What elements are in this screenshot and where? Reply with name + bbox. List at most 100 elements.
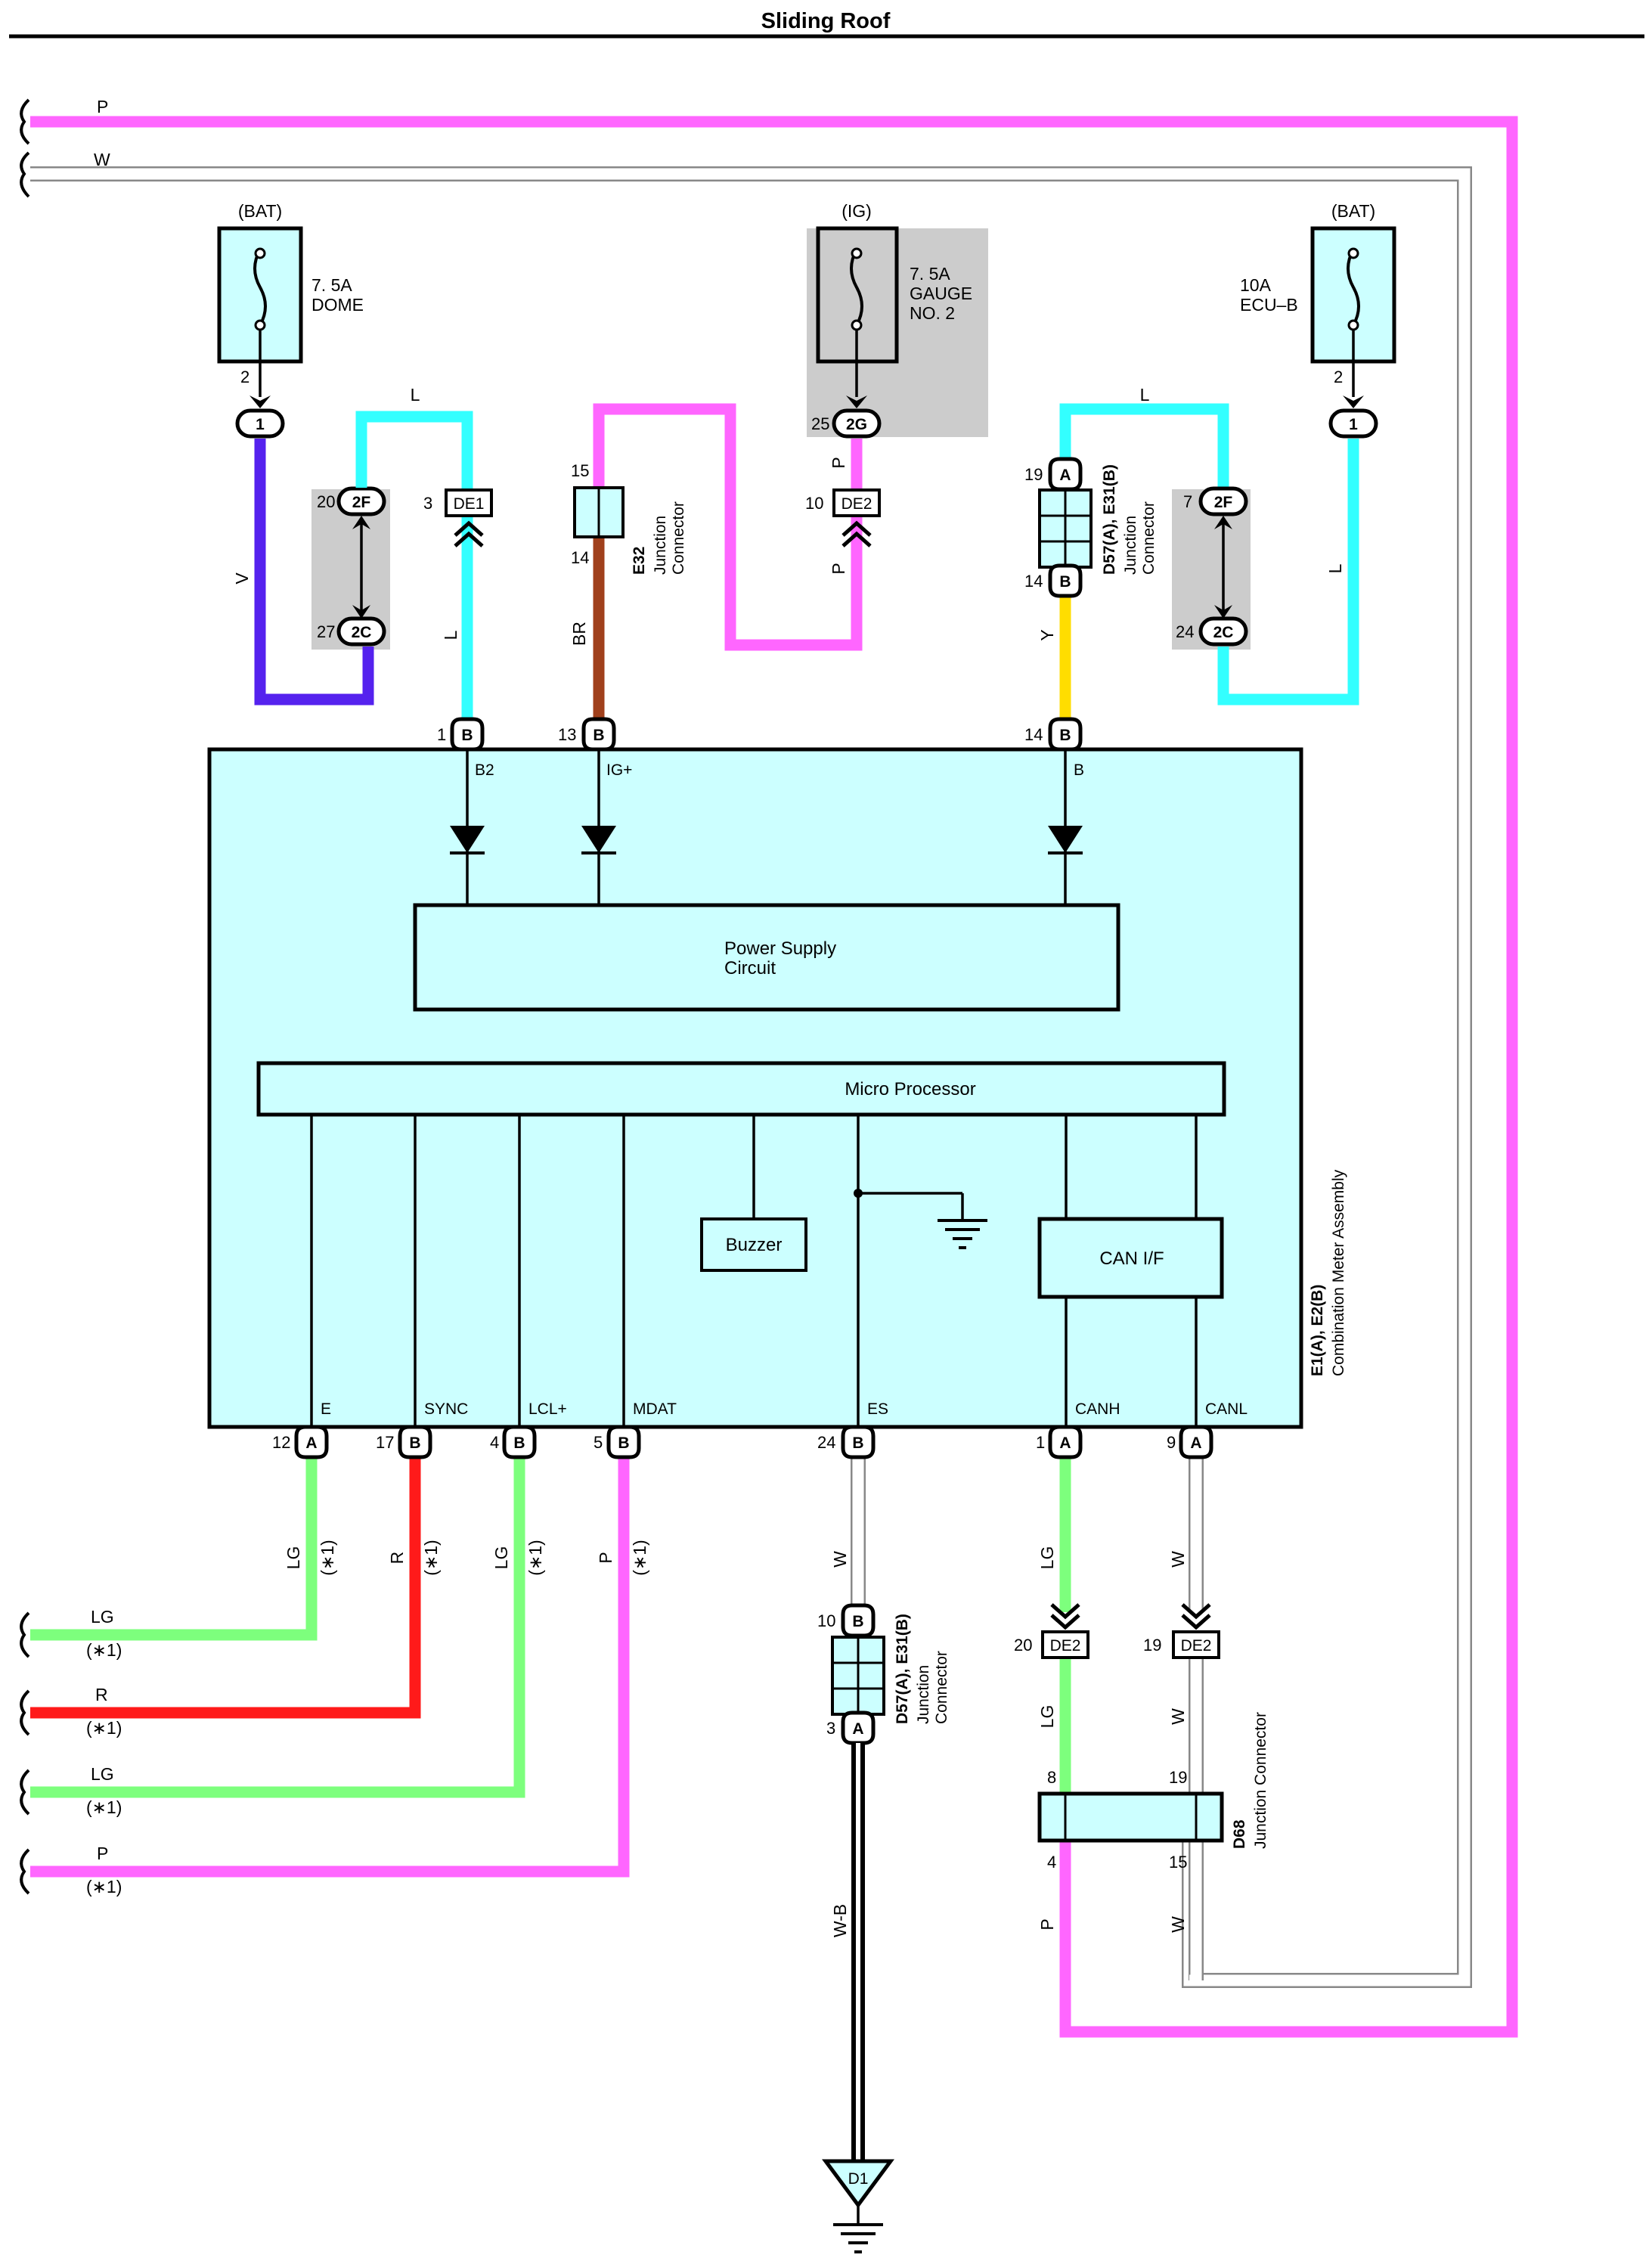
svg-text:15: 15 [571,461,589,480]
svg-text:B: B [1059,573,1071,591]
fuse-dome-icon [253,249,267,326]
svg-text:4: 4 [1047,1853,1056,1872]
wire-p-e32 [593,403,863,651]
connector-de2-canh [1041,1630,1089,1659]
svg-text:(∗1): (∗1) [86,1640,122,1660]
fuse-dome-name: DOME [311,295,364,315]
svg-text:P: P [97,1844,108,1863]
svg-text:B2: B2 [475,761,494,779]
fuse-gauge-rating: 7. 5A [910,264,950,284]
e32-name: E32 [631,547,648,575]
break-mark-w [20,151,30,198]
svg-text:4: 4 [490,1433,499,1452]
d57-bottom-name: D57(A), E31(B) [894,1614,911,1724]
svg-text:8: 8 [1047,1768,1056,1787]
wire-label-l-a: L [411,385,420,405]
break-mark-p2 [20,1848,30,1895]
svg-text:B: B [409,1434,420,1452]
svg-text:2C: 2C [1213,624,1234,641]
break-mark-lg2 [20,1769,30,1816]
svg-text:(∗1): (∗1) [318,1540,337,1575]
svg-text:A: A [1059,467,1071,484]
diode-ig [581,826,616,853]
svg-text:1: 1 [437,725,446,744]
wire-label-p-a: P [829,457,848,468]
svg-text:20: 20 [1014,1636,1032,1655]
svg-text:IG+: IG+ [606,761,632,779]
svg-text:14: 14 [1024,725,1043,744]
svg-text:12: 12 [272,1433,290,1452]
svg-text:CANL: CANL [1205,1400,1248,1418]
svg-text:3: 3 [826,1719,835,1738]
svg-text:ES: ES [867,1400,888,1418]
svg-text:(∗1): (∗1) [421,1540,441,1575]
break-mark-lg1 [20,1611,30,1658]
svg-text:P: P [1037,1918,1057,1930]
fuse-ecub-icon [1347,249,1360,326]
can-interface [1037,1217,1224,1299]
wire-l-left [355,411,473,726]
svg-text:B: B [593,727,604,744]
svg-text:CAN I/F: CAN I/F [1099,1248,1164,1269]
connector-de1 [445,488,493,517]
fuse-gauge-icon [850,249,863,326]
svg-text:A: A [305,1434,317,1452]
svg-text:B: B [618,1434,629,1452]
svg-text:R: R [95,1685,108,1704]
svg-text:MDAT: MDAT [633,1400,677,1418]
connector-de2-top [832,488,881,517]
wire-label-y: Y [1037,629,1057,640]
svg-text:W-B: W-B [830,1904,850,1937]
wire-r-sync [30,1456,421,1719]
wire-label-w: W [94,150,110,169]
svg-text:W: W [830,1551,850,1568]
svg-text:DE2: DE2 [1181,1637,1212,1655]
fuse-ecub-name: ECU–B [1240,295,1298,315]
diode-b2 [450,826,485,853]
svg-text:27: 27 [317,622,335,641]
svg-text:2G: 2G [846,416,867,433]
wire-l-right [1059,403,1359,706]
svg-text:Buzzer: Buzzer [726,1235,783,1255]
svg-text:1: 1 [256,416,265,433]
svg-text:(∗1): (∗1) [525,1540,545,1575]
svg-text:(∗1): (∗1) [86,1877,122,1896]
diagram-title: Sliding Roof [761,9,891,33]
connector-d68 [1037,1791,1224,1843]
svg-text:2: 2 [1334,368,1343,386]
power-supply-circuit [413,903,1120,1012]
svg-text:1: 1 [1036,1433,1045,1452]
svg-text:DE1: DE1 [454,495,485,513]
svg-text:15: 15 [1169,1853,1187,1872]
svg-text:(∗1): (∗1) [86,1718,122,1738]
svg-text:14: 14 [571,548,589,567]
d57-top-desc2: Connector [1140,501,1158,575]
ground-icon-internal [938,1219,987,1249]
svg-text:2C: 2C [352,624,372,641]
break-mark-p [20,98,30,145]
svg-text:DE2: DE2 [1050,1637,1081,1655]
ground-icon [833,2223,883,2253]
svg-text:A: A [1190,1434,1201,1452]
svg-text:(∗1): (∗1) [630,1540,649,1575]
svg-text:R: R [387,1552,407,1565]
connector-de2-canl [1172,1630,1220,1659]
svg-text:25: 25 [811,414,829,433]
svg-text:B: B [1059,727,1071,744]
svg-text:LCL+: LCL+ [528,1400,567,1418]
d68-name: D68 [1231,1819,1248,1849]
d57-top-desc1: Junction [1122,516,1139,575]
svg-text:SYNC: SYNC [424,1400,468,1418]
wire-label-l-b: L [441,630,460,640]
svg-text:19: 19 [1169,1768,1187,1787]
svg-text:10: 10 [817,1611,835,1630]
svg-text:B: B [1074,761,1084,779]
svg-text:W: W [1168,1708,1188,1725]
e32-desc1: Junction [652,516,669,575]
wire-lg-lcl [30,1456,525,1798]
svg-text:B: B [513,1434,525,1452]
svg-text:10: 10 [805,494,823,513]
svg-text:LG: LG [1037,1705,1057,1729]
svg-text:D1: D1 [848,2170,869,2188]
wire-p-rail [30,116,1518,2038]
